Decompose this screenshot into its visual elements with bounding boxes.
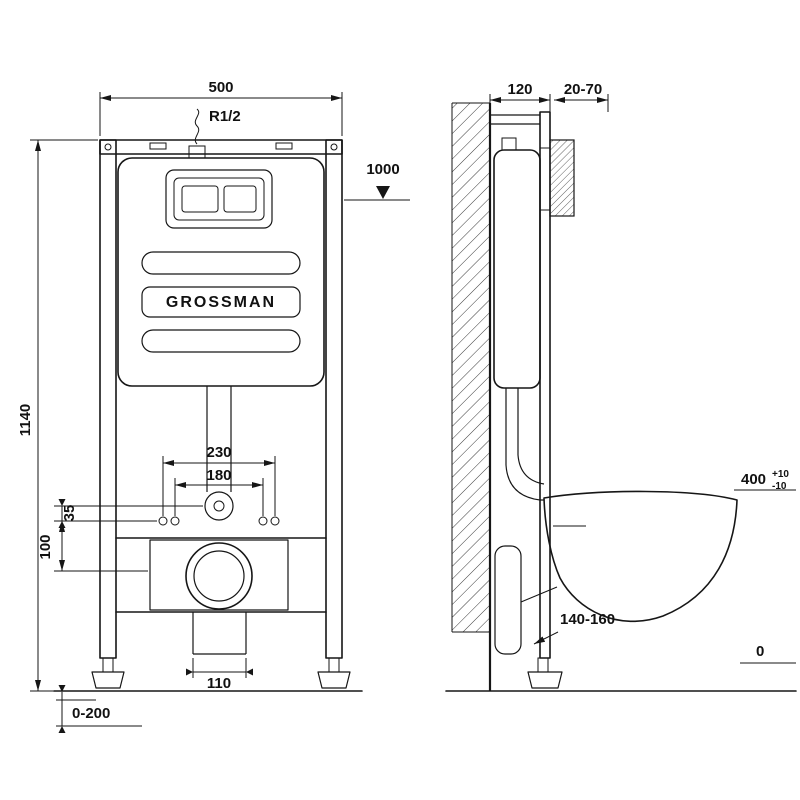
dim-front-height-label: 1140 <box>17 404 34 437</box>
brand-band <box>141 286 301 318</box>
drain-pipe-side <box>494 545 522 655</box>
dim-drain-range-label: 140-160 <box>560 611 615 628</box>
tspan-shape: -10 <box>772 481 787 492</box>
waste-outlet-inner <box>193 550 245 602</box>
dim-offset-35-label: 35 <box>61 505 78 522</box>
flush-bend-inner <box>517 388 545 485</box>
level-1000-label: 1000 <box>366 161 399 178</box>
side-rail <box>539 111 551 659</box>
right-foot-plate <box>317 671 351 689</box>
supply-thread-label: R1/2 <box>209 108 241 125</box>
cistern-slot-top <box>141 251 301 275</box>
stud-inner-right <box>258 516 268 526</box>
dim-depth-label: 120 <box>507 81 532 98</box>
wall-hatch <box>452 103 490 632</box>
arrowhead <box>246 668 253 676</box>
front-right-rail <box>325 139 343 659</box>
dim-offset-100-label: 100 <box>37 534 54 559</box>
toilet-bowl-profile <box>543 490 738 623</box>
front-dimensions: 500 R1/2 1140 1000 230 180 35 100 <box>17 79 410 733</box>
dim-front-width-label: 500 <box>208 79 233 96</box>
outlet-bracket <box>149 539 289 611</box>
front-left-rail <box>99 139 117 659</box>
left-foot-rod <box>102 657 114 673</box>
left-foot-plate <box>91 671 125 689</box>
arrowhead <box>58 499 66 506</box>
front-view: GROSSMAN <box>53 108 363 692</box>
cistern-outline <box>117 157 325 387</box>
flush-plate-outer <box>165 169 273 229</box>
tspan-shape: +10 <box>772 469 789 480</box>
flush-button-small <box>223 185 257 213</box>
waste-outlet-outer <box>185 542 253 610</box>
dim-plate-range-label: 20-70 <box>564 81 602 98</box>
cistern-side-outline <box>493 149 541 389</box>
side-foot-rod <box>537 657 549 673</box>
flush-bend-outer <box>505 388 544 501</box>
top-bar-screw-right <box>330 143 338 151</box>
right-foot-rod <box>328 657 340 673</box>
arrowhead <box>58 685 66 692</box>
arrowhead <box>186 668 193 676</box>
cistern-slot-bottom <box>141 329 301 353</box>
supply-fitting-side <box>501 137 517 151</box>
stud-inner-left <box>170 516 180 526</box>
brand-label: GROSSMAN <box>166 294 276 311</box>
drain-range-leader <box>533 631 559 645</box>
stud-outer-left <box>158 516 168 526</box>
dim-drain-width-label: 110 <box>207 675 231 692</box>
flush-elbow-center <box>213 500 225 512</box>
level-triangle-marker <box>376 186 390 199</box>
dim-bolt-inner-label: 180 <box>206 467 231 484</box>
side-foot-plate <box>527 671 563 689</box>
supply-hose-squiggle <box>194 108 200 145</box>
arrowhead <box>58 726 66 733</box>
dim-bowl-height-label: 400 +10 -10 <box>741 464 793 492</box>
floor-level-label: 0 <box>756 643 764 660</box>
supply-fitting <box>188 145 206 159</box>
flush-plate-inner <box>173 177 265 221</box>
tspan-shape: 400 <box>741 471 766 488</box>
flush-elbow-circle <box>204 491 234 521</box>
top-bar-slot-right <box>275 142 293 150</box>
side-view <box>445 102 797 692</box>
flush-button-large <box>181 185 219 213</box>
dim-bolt-outer-label: 230 <box>206 444 231 461</box>
side-dimensions: 120 20-70 400 +10 -10 140-160 0 <box>489 81 796 664</box>
top-bar-slot-left <box>149 142 167 150</box>
drain-connector <box>520 586 558 603</box>
dim-foot-adjust-label: 0-200 <box>72 705 110 722</box>
plate-sleeve-hatched <box>549 139 575 217</box>
stud-outer-right <box>270 516 280 526</box>
top-bar-screw-left <box>104 143 112 151</box>
front-top-bar <box>99 139 343 155</box>
